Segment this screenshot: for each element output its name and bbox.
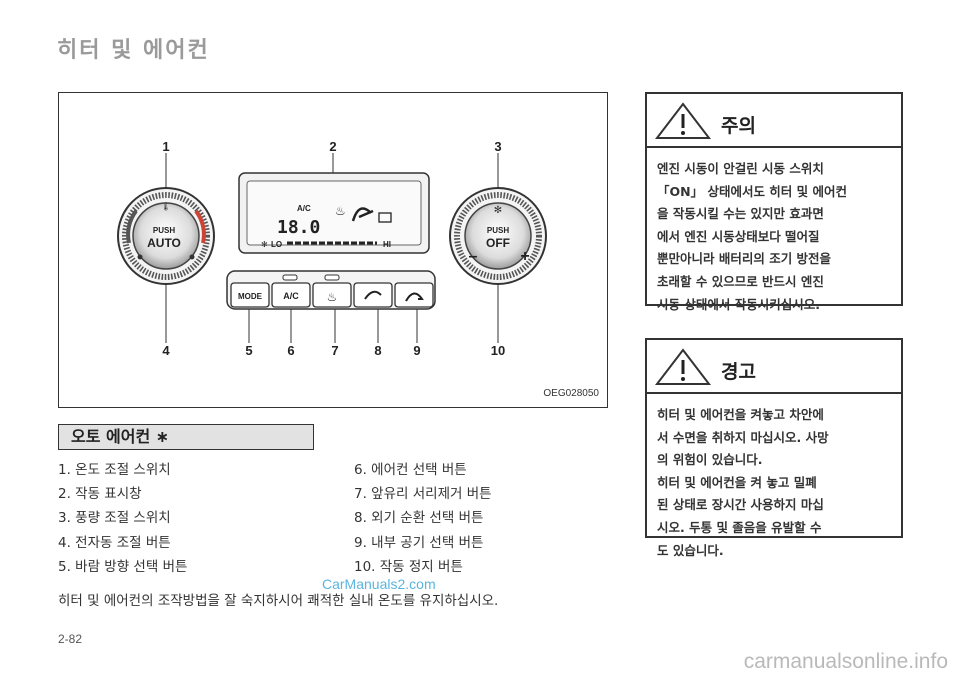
off-label: OFF [486,236,510,250]
watermark-mid: CarManuals2.com [322,576,436,592]
list-item: 1. 온도 조절 스위치 [58,462,171,478]
page-title: 히터 및 에어컨 [57,38,210,63]
warning-header: 경고 [647,340,901,394]
display-hi: HI [383,240,391,249]
callout-2: 2 [329,139,336,154]
caution-box: 주의 엔진 시동이 안걸린 시동 스위치 「ON」 상태에서도 히터 및 에어컨… [645,92,903,312]
control-panel-illustration: 1 2 3 4 5 6 7 8 9 10 🌡 PUSH AUTO [117,139,547,358]
list-item: 9. 내부 공기 선택 버튼 [354,534,484,551]
callout-3: 3 [494,139,501,154]
figure-code: OEG028050 [543,388,599,399]
callout-7: 7 [331,343,338,358]
fan-speed-knob: ✻ PUSH OFF – + [449,187,547,285]
car-icon [378,212,392,223]
warning-triangle-icon [654,348,712,385]
temperature-knob: 🌡 PUSH AUTO [117,187,215,285]
list-item: 3. 풍량 조절 스위치 [58,510,171,527]
airflow-icon [351,207,374,222]
caution-title: 주의 [721,115,756,137]
outside-air-icon [364,290,382,300]
windshield-defrost-icon: ♨ [327,290,338,304]
callout-4: 4 [162,343,170,358]
recirculation-icon [405,292,424,302]
display-temp: 18.0 [277,217,320,238]
left-knob-push: PUSH [153,226,175,235]
warning-title: 경고 [721,361,756,383]
minus-sign: – [469,248,478,265]
caution-header: 주의 [647,94,901,148]
warning-body: 히터 및 에어컨을 켜놓고 차안에 서 수면을 취하지 마십시오. 사망 의 위… [657,407,829,558]
ac-button: A/C [283,291,299,301]
right-knob-push: PUSH [487,226,509,235]
list-item: 8. 외기 순환 선택 버튼 [354,510,484,527]
list-item: 6. 에어컨 선택 버튼 [354,462,467,478]
list-item: 2. 작동 표시창 [58,486,142,503]
display-lo: LO [271,240,282,249]
display-ac: A/C [297,204,311,213]
button-strip: MODE A/C ♨ [226,270,436,310]
callout-5: 5 [245,343,252,358]
description-text: 히터 및 에어컨의 조작방법을 잘 숙지하시어 쾌적한 실내 온도를 유지하십시… [58,593,499,609]
auto-label: AUTO [147,236,181,250]
list-item: 7. 앞유리 서리제거 버튼 [354,486,492,503]
callout-1: 1 [162,139,169,154]
status-display: A/C 18.0 ♨ ✻ LO HI [238,172,430,254]
callout-9: 9 [413,343,420,358]
callout-8: 8 [374,343,381,358]
legend-list-left: 1. 온도 조절 스위치 2. 작동 표시창 3. 풍량 조절 스위치 4. 전… [58,458,187,579]
legend-list-right: 6. 에어컨 선택 버튼 7. 앞유리 서리제거 버튼 8. 외기 순환 선택 … [354,458,492,579]
list-item: 4. 전자동 조절 버튼 [58,534,171,551]
plus-sign: + [520,248,529,265]
control-panel-figure: 1 2 3 4 5 6 7 8 9 10 🌡 PUSH AUTO [58,92,608,408]
section-title: 오토 에어컨 ∗ [58,424,314,450]
thermometer-icon: 🌡 [161,202,171,211]
warning-box: 경고 히터 및 에어컨을 켜놓고 차안에 서 수면을 취하지 마십시오. 사망 … [645,338,903,558]
callout-10: 10 [491,343,505,358]
defrost-icon: ♨ [335,204,346,218]
caution-body: 엔진 시동이 안걸린 시동 스위치 「ON」 상태에서도 히터 및 에어컨 을 … [657,161,847,312]
page-number: 2-82 [58,632,83,646]
watermark-bottom: carmanualsonline.info [743,650,948,673]
list-item: 5. 바람 방향 선택 버튼 [58,558,188,575]
display-fan-icon: ✻ [261,240,268,249]
warning-triangle-icon [654,102,712,139]
list-item: 10. 작동 정지 버튼 [354,558,463,575]
fan-icon: ✻ [494,205,502,216]
mode-button: MODE [238,292,263,301]
callout-6: 6 [287,343,294,358]
